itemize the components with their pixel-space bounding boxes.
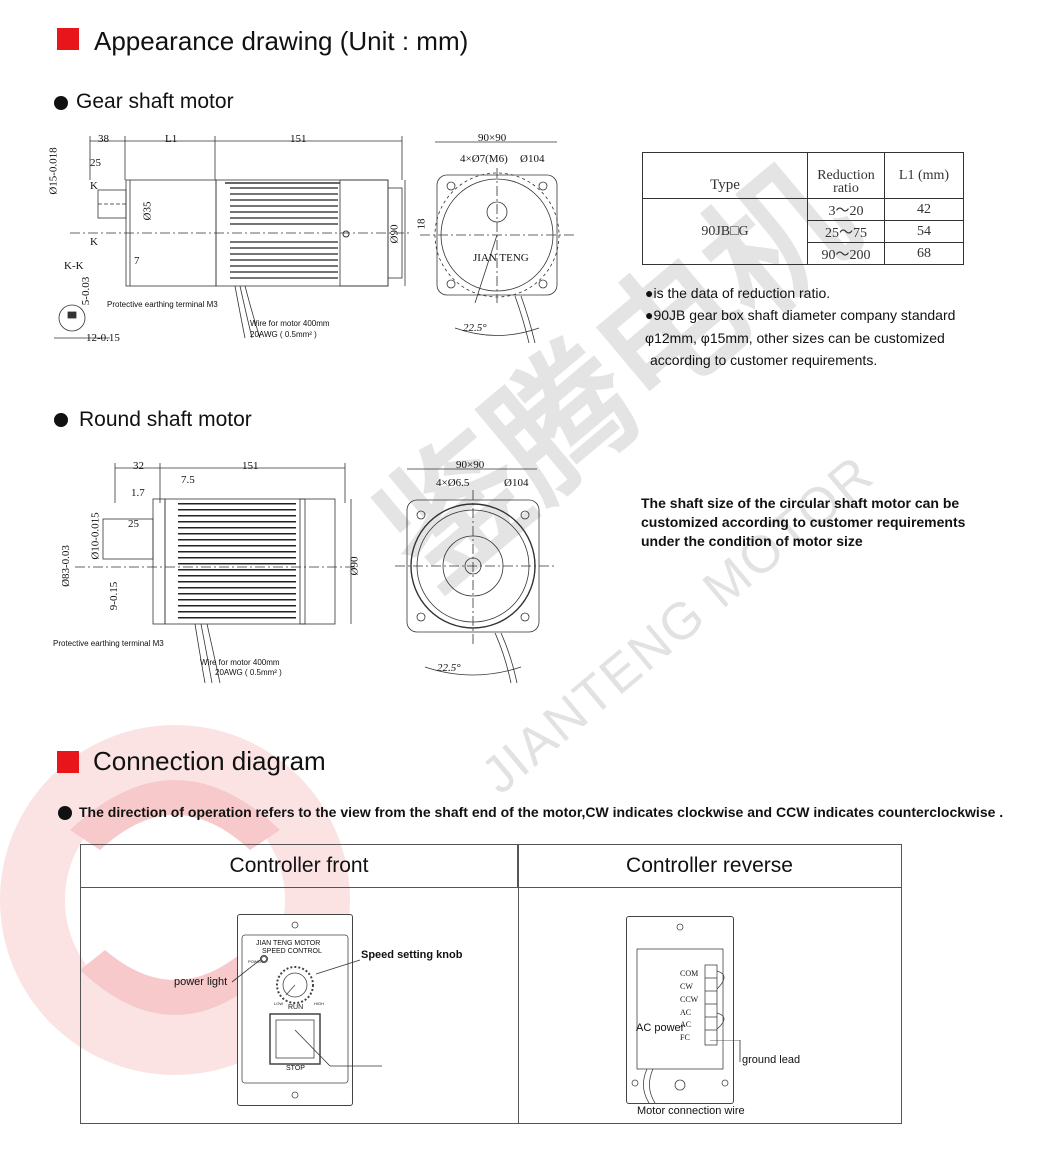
dim-k-upper: K — [90, 180, 98, 192]
table-header-ratio: Reduction ratio — [807, 152, 885, 199]
earth-terminal-label: Protective earthing terminal M3 — [107, 300, 218, 309]
table-header-l1: L1 (mm) — [884, 152, 964, 199]
round-note-line: under the condition of motor size — [641, 533, 863, 549]
connection-note: The direction of operation refers to the… — [79, 804, 1004, 820]
section-marker — [57, 28, 79, 50]
gear-note-line: φ12mm, φ15mm, other sizes can be customi… — [645, 330, 945, 346]
speed-high-label: HIGH — [314, 1001, 324, 1006]
round-motor-note: The shaft size of the circular shaft mot… — [641, 494, 965, 551]
controller-front-panel: JIAN TENG MOTOR SPEED CONTROL POWER LOW … — [237, 914, 353, 1106]
dim-104: Ø104 — [520, 153, 545, 165]
dim-12: 12-0.15 — [86, 332, 120, 344]
dim-9: 9-0.15 — [108, 581, 121, 611]
power-indicator-label: POWER — [248, 959, 264, 964]
dim-35: Ø35 — [141, 201, 154, 221]
dim-25: 25 — [128, 518, 139, 530]
header-controller-reverse: Controller reverse — [518, 845, 901, 888]
wire-label-2: 20AWG ( 0.5mm² ) — [250, 330, 317, 339]
gear-motor-title: Gear shaft motor — [76, 90, 234, 113]
table-ratio-cell: 25～75 — [807, 220, 885, 243]
round-note-line: customized according to customer require… — [641, 514, 966, 530]
table-ratio-cell: 3～20 — [807, 198, 885, 221]
section-title-appearance: Appearance drawing (Unit : mm) — [94, 26, 469, 56]
ground-lead-label: ground lead — [742, 1054, 801, 1066]
gear-motor-side-drawing — [50, 128, 420, 348]
column-divider — [518, 845, 519, 1123]
table-l1-cell: 54 — [884, 220, 964, 243]
dim-5: 5-0.03 — [80, 276, 93, 306]
panel-brand: JIAN TENG MOTOR — [256, 940, 321, 947]
dim-104: Ø104 — [504, 477, 529, 489]
dim-holes: 4×Ø7(M6) — [460, 153, 508, 165]
dim-1-7: 1.7 — [131, 487, 145, 499]
terminal-label: AC — [680, 1020, 692, 1029]
dim-90x90: 90×90 — [456, 459, 485, 471]
dim-angle: 22.5° — [437, 662, 461, 674]
dim-83: Ø83-0.03 — [59, 545, 72, 587]
round-motor-fins — [178, 503, 296, 621]
gear-note-line: ●90JB gear box shaft diameter company st… — [645, 307, 956, 323]
dim-l1: L1 — [165, 133, 178, 145]
round-motor-title: Round shaft motor — [79, 408, 252, 431]
round-motor-front-drawing — [395, 455, 565, 685]
terminal-label: FC — [680, 1033, 690, 1042]
dim-7-5: 7.5 — [181, 474, 195, 486]
table-header-type: Type — [642, 152, 808, 199]
dim-151: 151 — [242, 460, 259, 472]
gear-note-line: ●is the data of reduction ratio. — [645, 285, 831, 301]
dim-32: 32 — [133, 460, 144, 472]
dim-10: Ø10-0.015 — [89, 512, 102, 560]
speed-low-label: LOW — [274, 1001, 284, 1006]
header-controller-front: Controller front — [81, 845, 518, 888]
dim-18: 18 — [415, 218, 428, 230]
bullet-icon — [58, 806, 72, 820]
dim-38: 38 — [98, 133, 109, 145]
gear-note-line: according to customer requirements. — [650, 352, 878, 368]
power-light-label: power light — [174, 976, 228, 988]
round-note-line: The shaft size of the circular shaft mot… — [641, 495, 960, 511]
dim-k-lower: K — [90, 236, 98, 248]
dim-angle: 22.5° — [463, 322, 487, 334]
bullet-icon — [54, 413, 68, 427]
front-leader-lines — [231, 959, 382, 1067]
table-type-value: 90JB□G — [642, 198, 808, 265]
reduction-ratio-table: Type Reduction ratio L1 (mm) 90JB□G 3～20… — [642, 152, 964, 265]
dim-kk: K-K — [64, 260, 84, 272]
connection-table: Controller front Controller reverse — [80, 844, 902, 1124]
dim-25: 25 — [90, 157, 101, 169]
gear-motor-front-drawing — [415, 128, 595, 348]
power-light — [260, 955, 268, 963]
knob-label: Speed setting knob — [361, 949, 463, 961]
stop-label: STOP — [286, 1065, 305, 1072]
wire-label-2: 20AWG ( 0.5mm² ) — [215, 668, 282, 677]
table-ratio-cell: 90～200 — [807, 242, 885, 265]
dim-15: Ø15-0.018 — [47, 147, 60, 195]
wire-label-1: Wire for motor 400mm — [250, 319, 330, 328]
run-label: RUN — [288, 1004, 304, 1011]
dim-holes: 4×Ø6.5 — [436, 477, 470, 489]
section-title-connection: Connection diagram — [93, 746, 326, 776]
dim-90x90: 90×90 — [478, 132, 507, 144]
terminal-label: AC — [680, 1008, 692, 1017]
table-l1-cell: 42 — [884, 198, 964, 221]
ground-leader-line — [710, 1040, 741, 1062]
ac-power-label: AC power — [636, 1022, 685, 1034]
wire-label-1: Wire for motor 400mm — [200, 658, 280, 667]
terminal-label: COM — [680, 969, 699, 978]
bullet-icon — [54, 96, 68, 110]
dim-90-side: Ø90 — [348, 556, 361, 576]
dim-151: 151 — [290, 133, 307, 145]
table-l1-cell: 68 — [884, 242, 964, 265]
motor-wire-label: Motor connection wire — [637, 1105, 745, 1117]
section-marker — [57, 751, 79, 773]
earth-terminal-label: Protective earthing terminal M3 — [53, 639, 164, 648]
terminal-label: CCW — [680, 995, 699, 1004]
dim-90-side: Ø90 — [388, 224, 401, 244]
panel-subtitle: SPEED CONTROL — [262, 948, 322, 955]
dim-7: 7 — [134, 255, 140, 267]
brand-jianteng: JIAN TENG — [473, 252, 529, 264]
controller-reverse-panel — [626, 916, 734, 1104]
terminal-label: CW — [680, 982, 693, 991]
